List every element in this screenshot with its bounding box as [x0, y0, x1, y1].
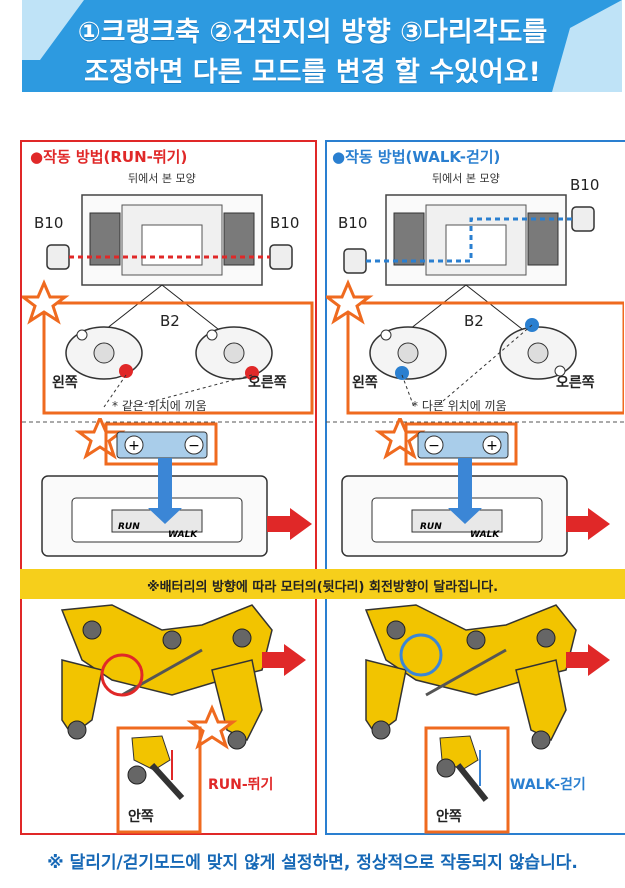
svg-text:−: − [428, 438, 440, 454]
run-rear-view-diagram [22, 194, 314, 415]
walk-panel-title: ●작동 방법(WALK-걷기) [332, 148, 501, 166]
run-rear-caption: 뒤에서 본 모양 [128, 172, 196, 185]
walk-rear-caption: 뒤에서 본 모양 [432, 172, 500, 185]
header-line-1: ①크랭크축 ②건전지의 방향 ③다리각도를 [77, 17, 548, 48]
walk-legs-diagram [364, 604, 610, 834]
walk-rear-view-diagram [326, 194, 624, 415]
run-battery-run-text: RUN [118, 522, 140, 532]
walk-battery-walk-text: WALK [470, 530, 500, 540]
battery-notice-text: ※배터리의 방향에 따라 모터의(뒷다리) 회전방향이 달라집니다. [146, 580, 499, 595]
header-banner [22, 0, 622, 92]
run-battery-walk-text: WALK [168, 530, 198, 540]
run-b10-left: B10 [34, 214, 64, 232]
run-panel-title: ●작동 방법(RUN-뛰기) [30, 148, 188, 166]
run-chassis-diagram: + − [22, 418, 316, 557]
svg-text:+: + [128, 438, 140, 454]
walk-note: * 다른 위치에 끼움 [412, 399, 507, 413]
run-mode-label: RUN-뛰기 [208, 777, 274, 793]
walk-chassis-diagram: − + [326, 418, 624, 557]
walk-inner-label: 안쪽 [436, 809, 462, 825]
walk-battery-run-text: RUN [420, 522, 442, 532]
run-b2-label: B2 [160, 312, 180, 330]
run-b10-right: B10 [270, 214, 300, 232]
walk-right-label: 오른쪽 [556, 375, 595, 391]
run-inner-label: 안쪽 [128, 809, 154, 825]
svg-text:+: + [486, 438, 498, 454]
svg-text:−: − [188, 438, 200, 454]
walk-b10-right: B10 [570, 176, 600, 194]
run-note: * 같은 위치에 끼움 [112, 399, 207, 413]
header-line-2: 조정하면 다른 모드를 변경 할 수있어요! [84, 57, 541, 88]
run-left-label: 왼쪽 [52, 375, 78, 391]
walk-left-label: 왼쪽 [352, 375, 378, 391]
walk-panel [325, 140, 625, 835]
footer-warning: ※ 달리기/걷기모드에 맞지 않게 설정하면, 정상적으로 작동되지 않습니다. [47, 853, 578, 873]
walk-b2-label: B2 [464, 312, 484, 330]
run-legs-diagram [60, 604, 306, 834]
battery-notice-bar: ※배터리의 방향에 따라 모터의(뒷다리) 회전방향이 달라집니다. [20, 569, 625, 599]
run-right-label: 오른쪽 [248, 375, 287, 391]
run-panel [20, 140, 317, 835]
walk-b10-left: B10 [338, 214, 368, 232]
walk-mode-label: WALK-걷기 [510, 777, 586, 793]
